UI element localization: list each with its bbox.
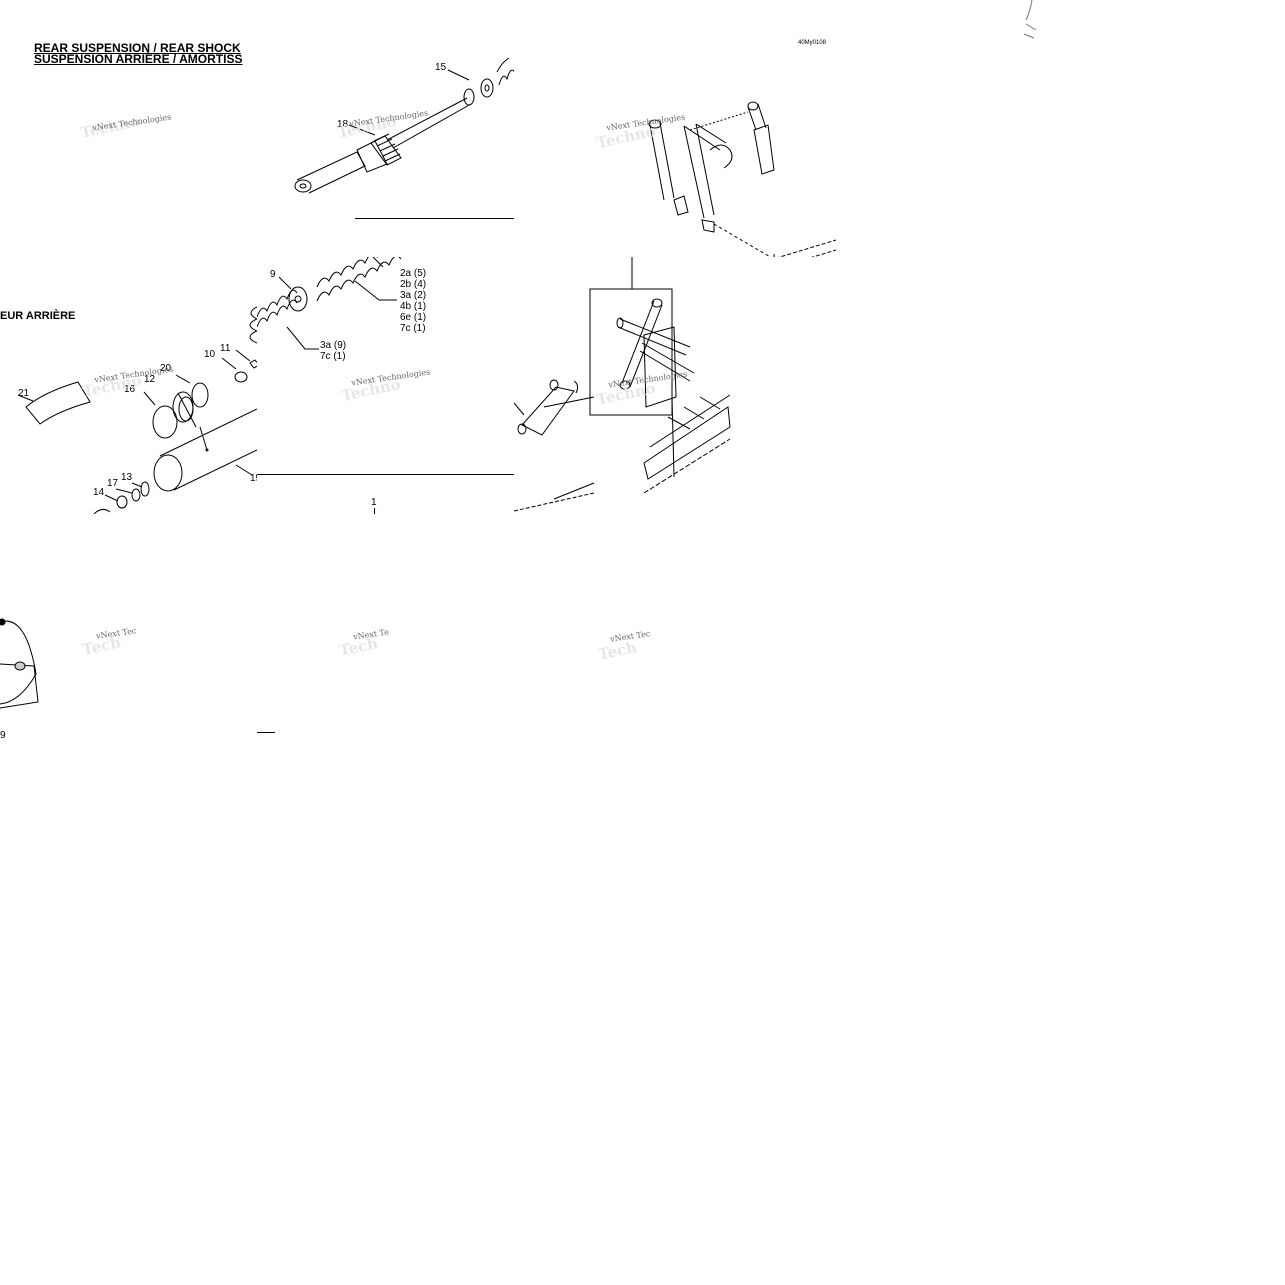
bottom-right-tile: Tech vNext Tec (514, 514, 771, 771)
callout-2a: 2a (5) (400, 268, 427, 279)
callout-1: 1 (371, 497, 377, 508)
callout-20: 20 (160, 363, 172, 374)
callout-9: 9 (270, 269, 276, 280)
separator-line (257, 474, 514, 475)
separator-line (355, 218, 514, 219)
callout-6e: 6e (1) (400, 312, 427, 323)
fragment-drawing (1023, 0, 1037, 39)
callout-7c-2: 7c (1) (320, 351, 346, 362)
callout-9-bottom: 9 (0, 730, 6, 741)
callout-14: 14 (93, 487, 105, 498)
suspension-arm-drawing (648, 101, 836, 257)
title-tile: REAR SUSPENSION / REAR SHOCK SUSPENSION … (0, 0, 257, 257)
shock-shaft-drawing (294, 57, 514, 194)
callout-21: 21 (18, 388, 30, 399)
separator-line (257, 732, 275, 733)
bottom-center-tile: Tech vNext Te (257, 514, 514, 771)
callout-18: 18 (337, 119, 349, 130)
diagram-title-en: REAR SUSPENSION / REAR SHOCK (34, 41, 241, 55)
spring-kit-tile: 9 2a (5) 2b (4) 3a (2) 4b (1) 6e (1) 7c … (257, 257, 514, 514)
callout-12: 12 (144, 374, 156, 385)
spring-kit-drawing (257, 257, 402, 350)
callout-2b: 2b (4) (400, 279, 427, 290)
drawing-code: 40My0108 (798, 40, 827, 46)
diagram-title-fr-fragment: EUR ARRIÈRE (0, 310, 76, 322)
diagram-title-fr: SUSPENSION ARRIÈRE / AMORTISS (34, 52, 243, 66)
callout-19: 19 (250, 473, 257, 484)
callout-3a-2: 3a (2) (400, 290, 427, 301)
rear-frame-tile: Techno vNext Technologies (514, 257, 836, 514)
callout-4b: 4b (1) (400, 301, 427, 312)
callout-13: 13 (121, 472, 133, 483)
shock-body-drawing (17, 306, 257, 514)
callout-1-leader (374, 508, 375, 514)
suspension-arm-tile: 40My0108 Techno vNext Technologies (514, 0, 836, 257)
callout-3a-9: 3a (9) (320, 340, 347, 351)
callout-16: 16 (124, 384, 136, 395)
callout-15: 15 (435, 62, 447, 73)
bottom-left-drawing (0, 618, 39, 709)
shock-shaft-tile: 15 18 Techno vNext Technologies (257, 0, 514, 257)
callout-17: 17 (107, 478, 119, 489)
shock-body-tile: EUR ARRIÈRE (0, 257, 257, 514)
rear-frame-drawing (514, 257, 731, 512)
callout-10: 10 (204, 349, 216, 360)
callout-7c-1: 7c (1) (400, 323, 426, 334)
bottom-left-tile: 9 Tech vNext Tec (0, 514, 257, 771)
callout-11: 11 (220, 343, 231, 354)
